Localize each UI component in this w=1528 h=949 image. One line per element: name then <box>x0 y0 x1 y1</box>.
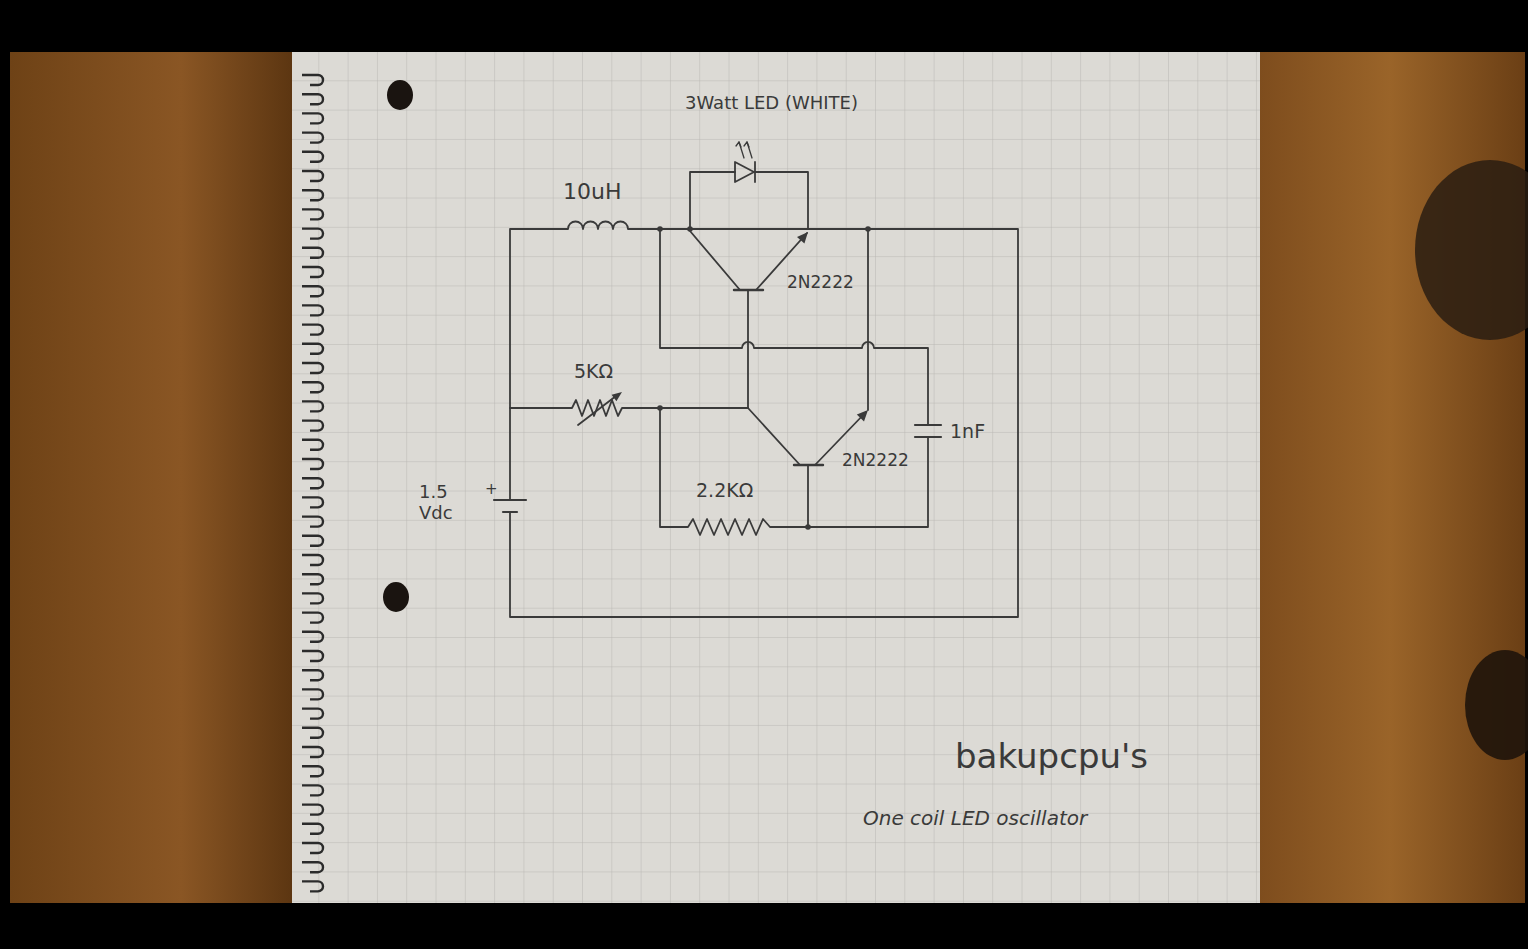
grid-lines <box>292 52 1260 903</box>
part-number: 2N2222 <box>842 451 909 471</box>
junction-dot <box>805 524 811 530</box>
battery-symbol <box>503 511 517 513</box>
spiral-hook <box>302 497 323 507</box>
spiral-hook <box>302 881 323 891</box>
polarity-mark: + <box>485 481 498 498</box>
spiral-hook <box>302 401 323 411</box>
spiral-hook <box>302 766 323 776</box>
spiral-hook <box>302 593 323 603</box>
junction-dot <box>865 226 871 232</box>
caption-text: One coil LED oscillator <box>863 807 1087 830</box>
resistor-symbol <box>660 408 928 535</box>
spiral-hook <box>302 728 323 738</box>
spiral-hook <box>302 209 323 219</box>
spiral-hook <box>302 459 323 469</box>
spiral-hook <box>302 613 323 623</box>
led-label: 3Watt LED (WHITE) <box>685 93 858 114</box>
inductor-wire <box>510 222 1018 618</box>
spiral-hook <box>302 478 323 488</box>
spiral-hook <box>302 843 323 853</box>
spiral-hook <box>302 190 323 200</box>
spiral-hook <box>302 517 323 527</box>
spiral-hook <box>302 305 323 315</box>
voltage-label: 1.5 Vdc <box>419 482 463 523</box>
notebook-paper <box>292 52 1260 903</box>
variable-arrow <box>612 392 622 401</box>
junction-dot <box>687 226 693 232</box>
transistor-symbol <box>748 229 868 527</box>
spiral-hook <box>302 689 323 699</box>
variable-resistor-symbol <box>510 400 748 416</box>
shadow-blob <box>1465 650 1528 760</box>
spiral-hook <box>302 555 323 565</box>
emitter-arrow <box>797 232 808 244</box>
inductor-label: 10uH <box>563 179 621 204</box>
punch-hole <box>387 80 413 110</box>
spiral-hook <box>302 152 323 162</box>
punch-hole <box>383 582 409 612</box>
capacitor-value: 1nF <box>950 421 985 443</box>
author-name: bakupcpu's <box>955 737 1148 776</box>
spiral-hook <box>302 421 323 431</box>
shadow-blob <box>1415 160 1528 340</box>
spiral-binding <box>302 75 323 891</box>
variable-resistor-symbol <box>578 396 616 425</box>
spiral-hook <box>302 747 323 757</box>
spiral-hook <box>302 286 323 296</box>
spiral-hook <box>302 229 323 239</box>
circuit-wires <box>494 142 1018 617</box>
spiral-hook <box>302 824 323 834</box>
transistor-symbol <box>690 231 807 408</box>
spiral-hook <box>302 94 323 104</box>
spiral-hook <box>302 536 323 546</box>
spiral-hook <box>302 709 323 719</box>
feedback-wire <box>660 229 928 425</box>
part-number: 2N2222 <box>787 273 854 293</box>
junction-dot <box>657 405 663 411</box>
capacitor-symbol <box>915 425 941 437</box>
spiral-hook <box>302 75 323 85</box>
wood-table <box>10 52 295 903</box>
led-rays <box>736 142 749 147</box>
spiral-hook <box>302 248 323 258</box>
spiral-hook <box>302 363 323 373</box>
spiral-hook <box>302 382 323 392</box>
spiral-hook <box>302 344 323 354</box>
resistor-value: 2.2KΩ <box>696 480 753 502</box>
spiral-hook <box>302 325 323 335</box>
spiral-hook <box>302 785 323 795</box>
led-wire <box>690 172 808 229</box>
spiral-hook <box>302 632 323 642</box>
junction-dot <box>657 226 663 232</box>
emitter-arrow <box>857 410 868 421</box>
resistor-value: 5KΩ <box>574 361 613 383</box>
spiral-hook <box>302 862 323 872</box>
battery-symbol <box>494 499 526 501</box>
spiral-hook <box>302 805 323 815</box>
spiral-hook <box>302 267 323 277</box>
spiral-hook <box>302 670 323 680</box>
spiral-hook <box>302 440 323 450</box>
spiral-hook <box>302 171 323 181</box>
led-symbol <box>735 162 755 182</box>
spiral-hook <box>302 574 323 584</box>
spiral-hook <box>302 133 323 143</box>
circuit-arrows <box>612 226 871 530</box>
spiral-hook <box>302 113 323 123</box>
spiral-hook <box>302 651 323 661</box>
